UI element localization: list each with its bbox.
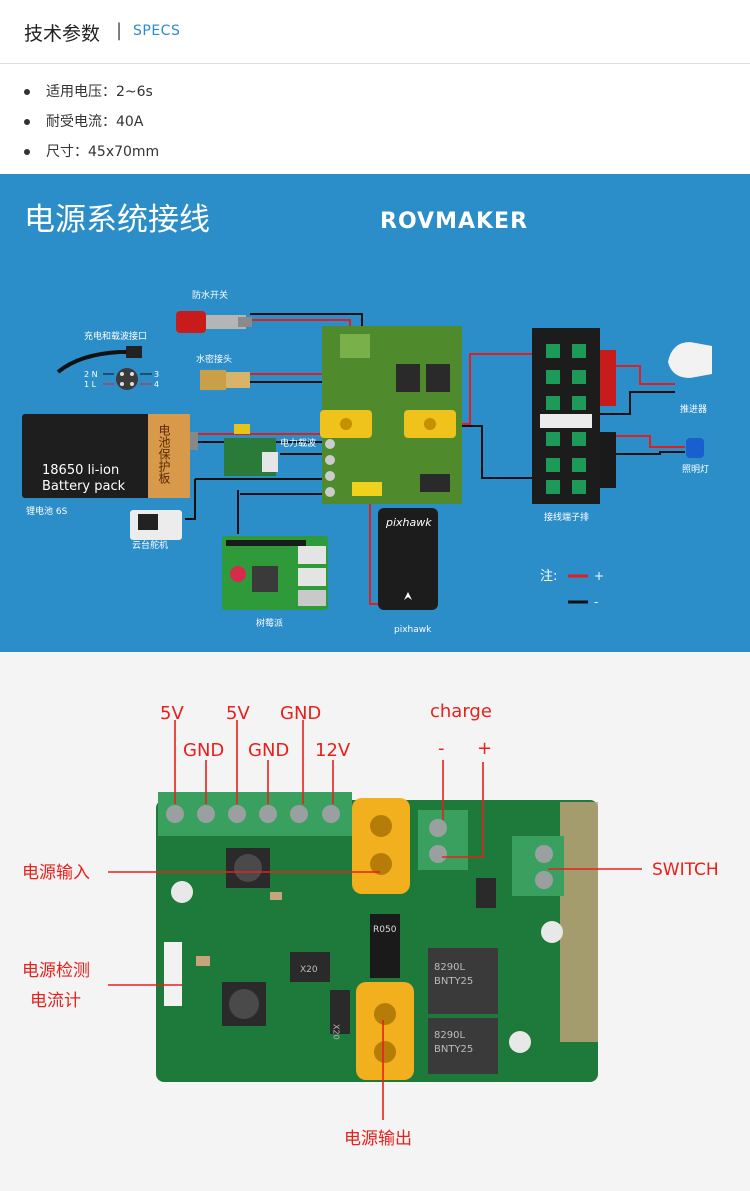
- label-terminal-block: 接线端子排: [544, 511, 589, 523]
- power-board: [320, 326, 462, 504]
- board-photo: R050 8290L BNTY25 8290L BNTY25 X20 X20 5…: [0, 652, 750, 1191]
- xt60-input-connector: [352, 798, 410, 894]
- raspberry-pi-board: [222, 536, 328, 610]
- battery-text-2: Battery pack: [42, 479, 126, 494]
- pixhawk-controller: pixhawk: [378, 508, 438, 610]
- chip-2-text: X20: [332, 1024, 341, 1040]
- legend-plus: +: [594, 569, 604, 583]
- battery-pack: 18650 li-ion Battery pack 电池保护板: [22, 414, 198, 498]
- label-charge-minus: -: [438, 738, 445, 759]
- label-power-monitor: 电源检测: [22, 961, 90, 981]
- side-labels: 电源输入 电源检测 电流计 SWITCH 电源输出: [22, 860, 719, 1149]
- label-thruster: 推进器: [680, 403, 707, 415]
- wiring-title: 电源系统接线: [24, 202, 210, 238]
- page-subtitle: SPECS: [133, 23, 181, 39]
- mosfet-bottom: [428, 1018, 498, 1074]
- battery-board-text: 电池保护板: [157, 424, 171, 485]
- label-current-meter: 电流计: [30, 991, 81, 1011]
- pin-3: 3: [154, 370, 159, 379]
- top-labels: 5V 5V GND GND GND 12V charge - +: [160, 701, 492, 761]
- label-charge: charge: [430, 701, 492, 722]
- label-gnd-a: GND: [183, 740, 224, 761]
- label-sealed-connector: 水密接头: [196, 353, 232, 365]
- mosfet-bottom-text-2: BNTY25: [434, 1044, 473, 1055]
- terminal-block: [532, 328, 616, 504]
- label-power-output: 电源输出: [344, 1129, 412, 1149]
- spec-value: 40A: [116, 114, 144, 130]
- spec-label: 耐受电流：: [46, 114, 116, 130]
- header-divider: [0, 63, 750, 64]
- shunt-resistor-text: R050: [373, 925, 397, 935]
- legend-note: 注:: [540, 569, 557, 584]
- round-connector-icon: [116, 368, 138, 390]
- switch-terminal: [512, 836, 564, 896]
- label-pixhawk: pixhawk: [394, 625, 432, 635]
- label-raspberry-pi: 树莓派: [256, 617, 283, 629]
- waterproof-switch: [176, 311, 252, 333]
- legend-minus: -: [594, 595, 598, 609]
- raspberry-logo-icon: [230, 566, 246, 582]
- label-charge-port: 充电和载波接口: [84, 330, 147, 342]
- mosfet-top-text: 8290L: [434, 962, 465, 973]
- charge-plug-icon: [126, 346, 142, 358]
- label-light: 照明灯: [682, 464, 709, 475]
- specs-header: 技术参数 | SPECS: [0, 0, 750, 64]
- label-5v-b: 5V: [226, 703, 250, 724]
- spec-value: 45x70mm: [88, 144, 160, 160]
- xt60-output-connector: [356, 982, 414, 1080]
- label-battery: 锂电池 6S: [26, 505, 68, 517]
- chip-1-text: X20: [300, 965, 318, 975]
- pixhawk-chip-text: pixhawk: [385, 516, 432, 529]
- label-power-carrier: 电力载波: [280, 437, 316, 449]
- wiring-svg: 电源系统接线 ROVMAKER 防水开关 充电和载波接口 2 N 1 L: [22, 202, 712, 635]
- label-5v-a: 5V: [160, 703, 184, 724]
- pin-1l: 1 L: [84, 380, 97, 389]
- label-gnd-b: GND: [248, 740, 289, 761]
- label-gimbal-servo: 云台舵机: [132, 539, 168, 551]
- pin-4: 4: [154, 380, 159, 389]
- board-photo-svg: R050 8290L BNTY25 8290L BNTY25 X20 X20 5…: [22, 701, 719, 1149]
- bullet-icon: [24, 149, 30, 155]
- spec-label: 尺寸：: [46, 144, 88, 160]
- label-gnd-top: GND: [280, 703, 321, 724]
- bullet-icon: [24, 119, 30, 125]
- mosfet-bottom-text: 8290L: [434, 1030, 465, 1041]
- mosfet-top: [428, 948, 498, 1014]
- bullet-icon: [24, 89, 30, 95]
- label-leaders: [108, 720, 642, 1120]
- spec-label: 适用电压：: [46, 84, 116, 100]
- wiring-diagram: 电源系统接线 ROVMAKER 防水开关 充电和载波接口 2 N 1 L: [0, 174, 750, 652]
- label-waterproof-switch: 防水开关: [192, 289, 228, 301]
- thruster-icon: [668, 342, 712, 378]
- pin-2n: 2 N: [84, 370, 98, 379]
- label-switch: SWITCH: [652, 860, 719, 880]
- mosfet-top-text-2: BNTY25: [434, 976, 473, 987]
- sense-connector: [164, 942, 182, 1006]
- battery-text-1: 18650 li-ion: [42, 463, 119, 478]
- terminal-strip: [158, 792, 352, 836]
- title-separator: |: [116, 20, 123, 41]
- light-icon: [686, 438, 704, 458]
- brand-logo: ROVMAKER: [380, 209, 528, 234]
- label-12v: 12V: [315, 740, 351, 761]
- page-title: 技术参数: [24, 23, 101, 45]
- sealed-connector-icon: [200, 370, 226, 390]
- spec-value: 2~6s: [116, 84, 153, 100]
- label-power-input: 电源输入: [22, 863, 90, 883]
- label-charge-plus: +: [477, 738, 492, 759]
